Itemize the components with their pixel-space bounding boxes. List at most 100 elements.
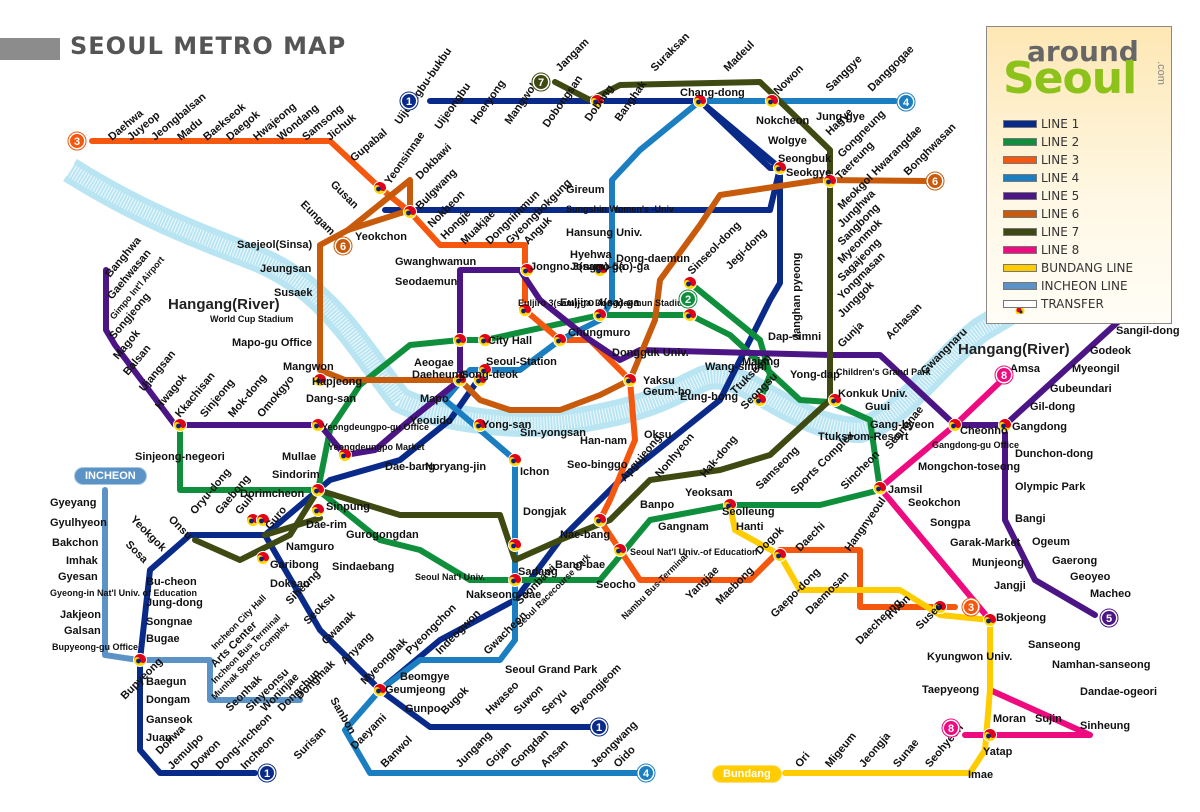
transfer-icon[interactable]: [256, 513, 270, 527]
legend-label: LINE 7: [1041, 225, 1080, 239]
station-label: Hanti: [736, 521, 764, 533]
transfer-icon[interactable]: [593, 308, 607, 322]
station-label: Dang-san: [306, 393, 356, 405]
line-number-marker: 8: [994, 365, 1014, 385]
station-label: Namhan-sanseong: [1052, 659, 1150, 671]
logo-suffix: .com: [1154, 61, 1167, 85]
station-label: Jongno 5(o)-ga: [570, 261, 650, 273]
transfer-icon[interactable]: [948, 418, 962, 432]
transfer-icon[interactable]: [823, 174, 837, 188]
station-label: Gil-dong: [1030, 401, 1075, 413]
line-number-marker: 1: [257, 763, 277, 783]
station-label: Hyehwa: [570, 249, 612, 261]
transfer-icon[interactable]: [246, 513, 260, 527]
transfer-icon[interactable]: [693, 94, 707, 108]
transfer-icon[interactable]: [753, 393, 767, 407]
transfer-icon[interactable]: [723, 498, 737, 512]
station-label: Dongdaemun Stadium: [595, 298, 691, 308]
bundang-line-badge: Bundang: [712, 765, 782, 783]
transfer-icon[interactable]: [828, 393, 842, 407]
transfer-icon[interactable]: [256, 551, 270, 565]
station-label: Onsu: [166, 514, 194, 542]
title-accent-bar: [0, 38, 60, 60]
transfer-icon[interactable]: [403, 205, 417, 219]
station-label: Chang-dong: [680, 87, 745, 99]
station-label: Galsan: [64, 625, 101, 637]
transfer-icon[interactable]: [508, 453, 522, 467]
station-label: Ganseok: [146, 714, 193, 726]
station-label: Olympic Park: [1015, 481, 1086, 493]
transfer-icon[interactable]: [765, 94, 779, 108]
legend-label: LINE 8: [1041, 243, 1080, 257]
line-swatch: [1003, 174, 1037, 182]
station-label: Baegun: [146, 676, 187, 688]
transfer-icon[interactable]: [683, 308, 697, 322]
station-label: Banpo: [640, 499, 675, 511]
transfer-icon[interactable]: [508, 538, 522, 552]
station-label: Bupyeong-gu Office: [52, 642, 138, 652]
transfer-icon[interactable]: [593, 513, 607, 527]
station-label: Taepyeong: [922, 684, 979, 696]
transfer-icon[interactable]: [453, 373, 467, 387]
transfer-icon[interactable]: [683, 276, 697, 290]
line-number-marker: 4: [896, 92, 916, 112]
transfer-icon[interactable]: [173, 418, 187, 432]
transfer-icon[interactable]: [998, 418, 1012, 432]
transfer-icon[interactable]: [373, 683, 387, 697]
logo-seoul: Seoul: [1003, 53, 1137, 104]
line-path: [377, 687, 593, 730]
transfer-icon[interactable]: [590, 94, 604, 108]
station-label: Jangam: [554, 36, 592, 74]
transfer-icon[interactable]: [478, 363, 492, 377]
station-label: Oksu: [644, 429, 672, 441]
transfer-icon[interactable]: [508, 573, 522, 587]
transfer-icon[interactable]: [338, 448, 352, 462]
transfer-icon[interactable]: [133, 653, 147, 667]
transfer-icon[interactable]: [518, 303, 532, 317]
transfer-icon[interactable]: [311, 483, 325, 497]
transfer-icon[interactable]: [773, 161, 787, 175]
transfer-icon[interactable]: [773, 548, 787, 562]
station-label: Mullae: [282, 451, 316, 463]
transfer-icon[interactable]: [313, 373, 327, 387]
station-label: Gangdong: [1012, 421, 1067, 433]
transfer-icon[interactable]: [478, 333, 492, 347]
transfer-icon[interactable]: [473, 418, 487, 432]
station-label: Banwol: [379, 734, 415, 770]
transfer-icon[interactable]: [453, 333, 467, 347]
station-label: Sinjeong-negeori: [135, 451, 225, 463]
station-label: Nae-bang: [560, 529, 610, 541]
line-swatch: [1003, 120, 1037, 128]
transfer-icon[interactable]: [311, 418, 325, 432]
legend-label: LINE 4: [1041, 171, 1080, 185]
station-label: Godeok: [1090, 345, 1132, 357]
transfer-icon[interactable]: [593, 263, 607, 277]
station-label: Jakjeon: [60, 609, 101, 621]
station-label: Seokgye: [786, 167, 831, 179]
station-label: Mapo-gu Office: [232, 337, 312, 349]
transfer-icon[interactable]: [873, 481, 887, 495]
transfer-icon[interactable]: [983, 728, 997, 742]
transfer-icon[interactable]: [983, 613, 997, 627]
incheon-line-badge: INCHEON: [74, 467, 147, 485]
station-label: Gyulhyeon: [50, 517, 107, 529]
transfer-icon[interactable]: [623, 373, 637, 387]
transfer-markers[interactable]: [133, 94, 1012, 742]
legend-item: LINE 4: [1003, 169, 1133, 187]
legend-label: LINE 3: [1041, 153, 1080, 167]
station-label: Yeoksam: [685, 487, 733, 499]
transfer-icon[interactable]: [553, 333, 567, 347]
station-label: Dongjak: [523, 506, 567, 518]
transfer-icon[interactable]: [933, 600, 947, 614]
transfer-icon[interactable]: [613, 543, 627, 557]
station-label: Gurogongdan: [346, 529, 419, 541]
station-label: Jung-dong: [146, 597, 203, 609]
station-label: Noryang-jin: [425, 461, 486, 473]
station-label: Sinpung: [326, 501, 370, 513]
station-label: Mongchon-toseong: [918, 461, 1020, 473]
transfer-icon[interactable]: [311, 503, 325, 517]
transfer-icon[interactable]: [520, 263, 534, 277]
transfer-icon[interactable]: [373, 181, 387, 195]
station-label: Sangil-dong: [1116, 325, 1180, 337]
